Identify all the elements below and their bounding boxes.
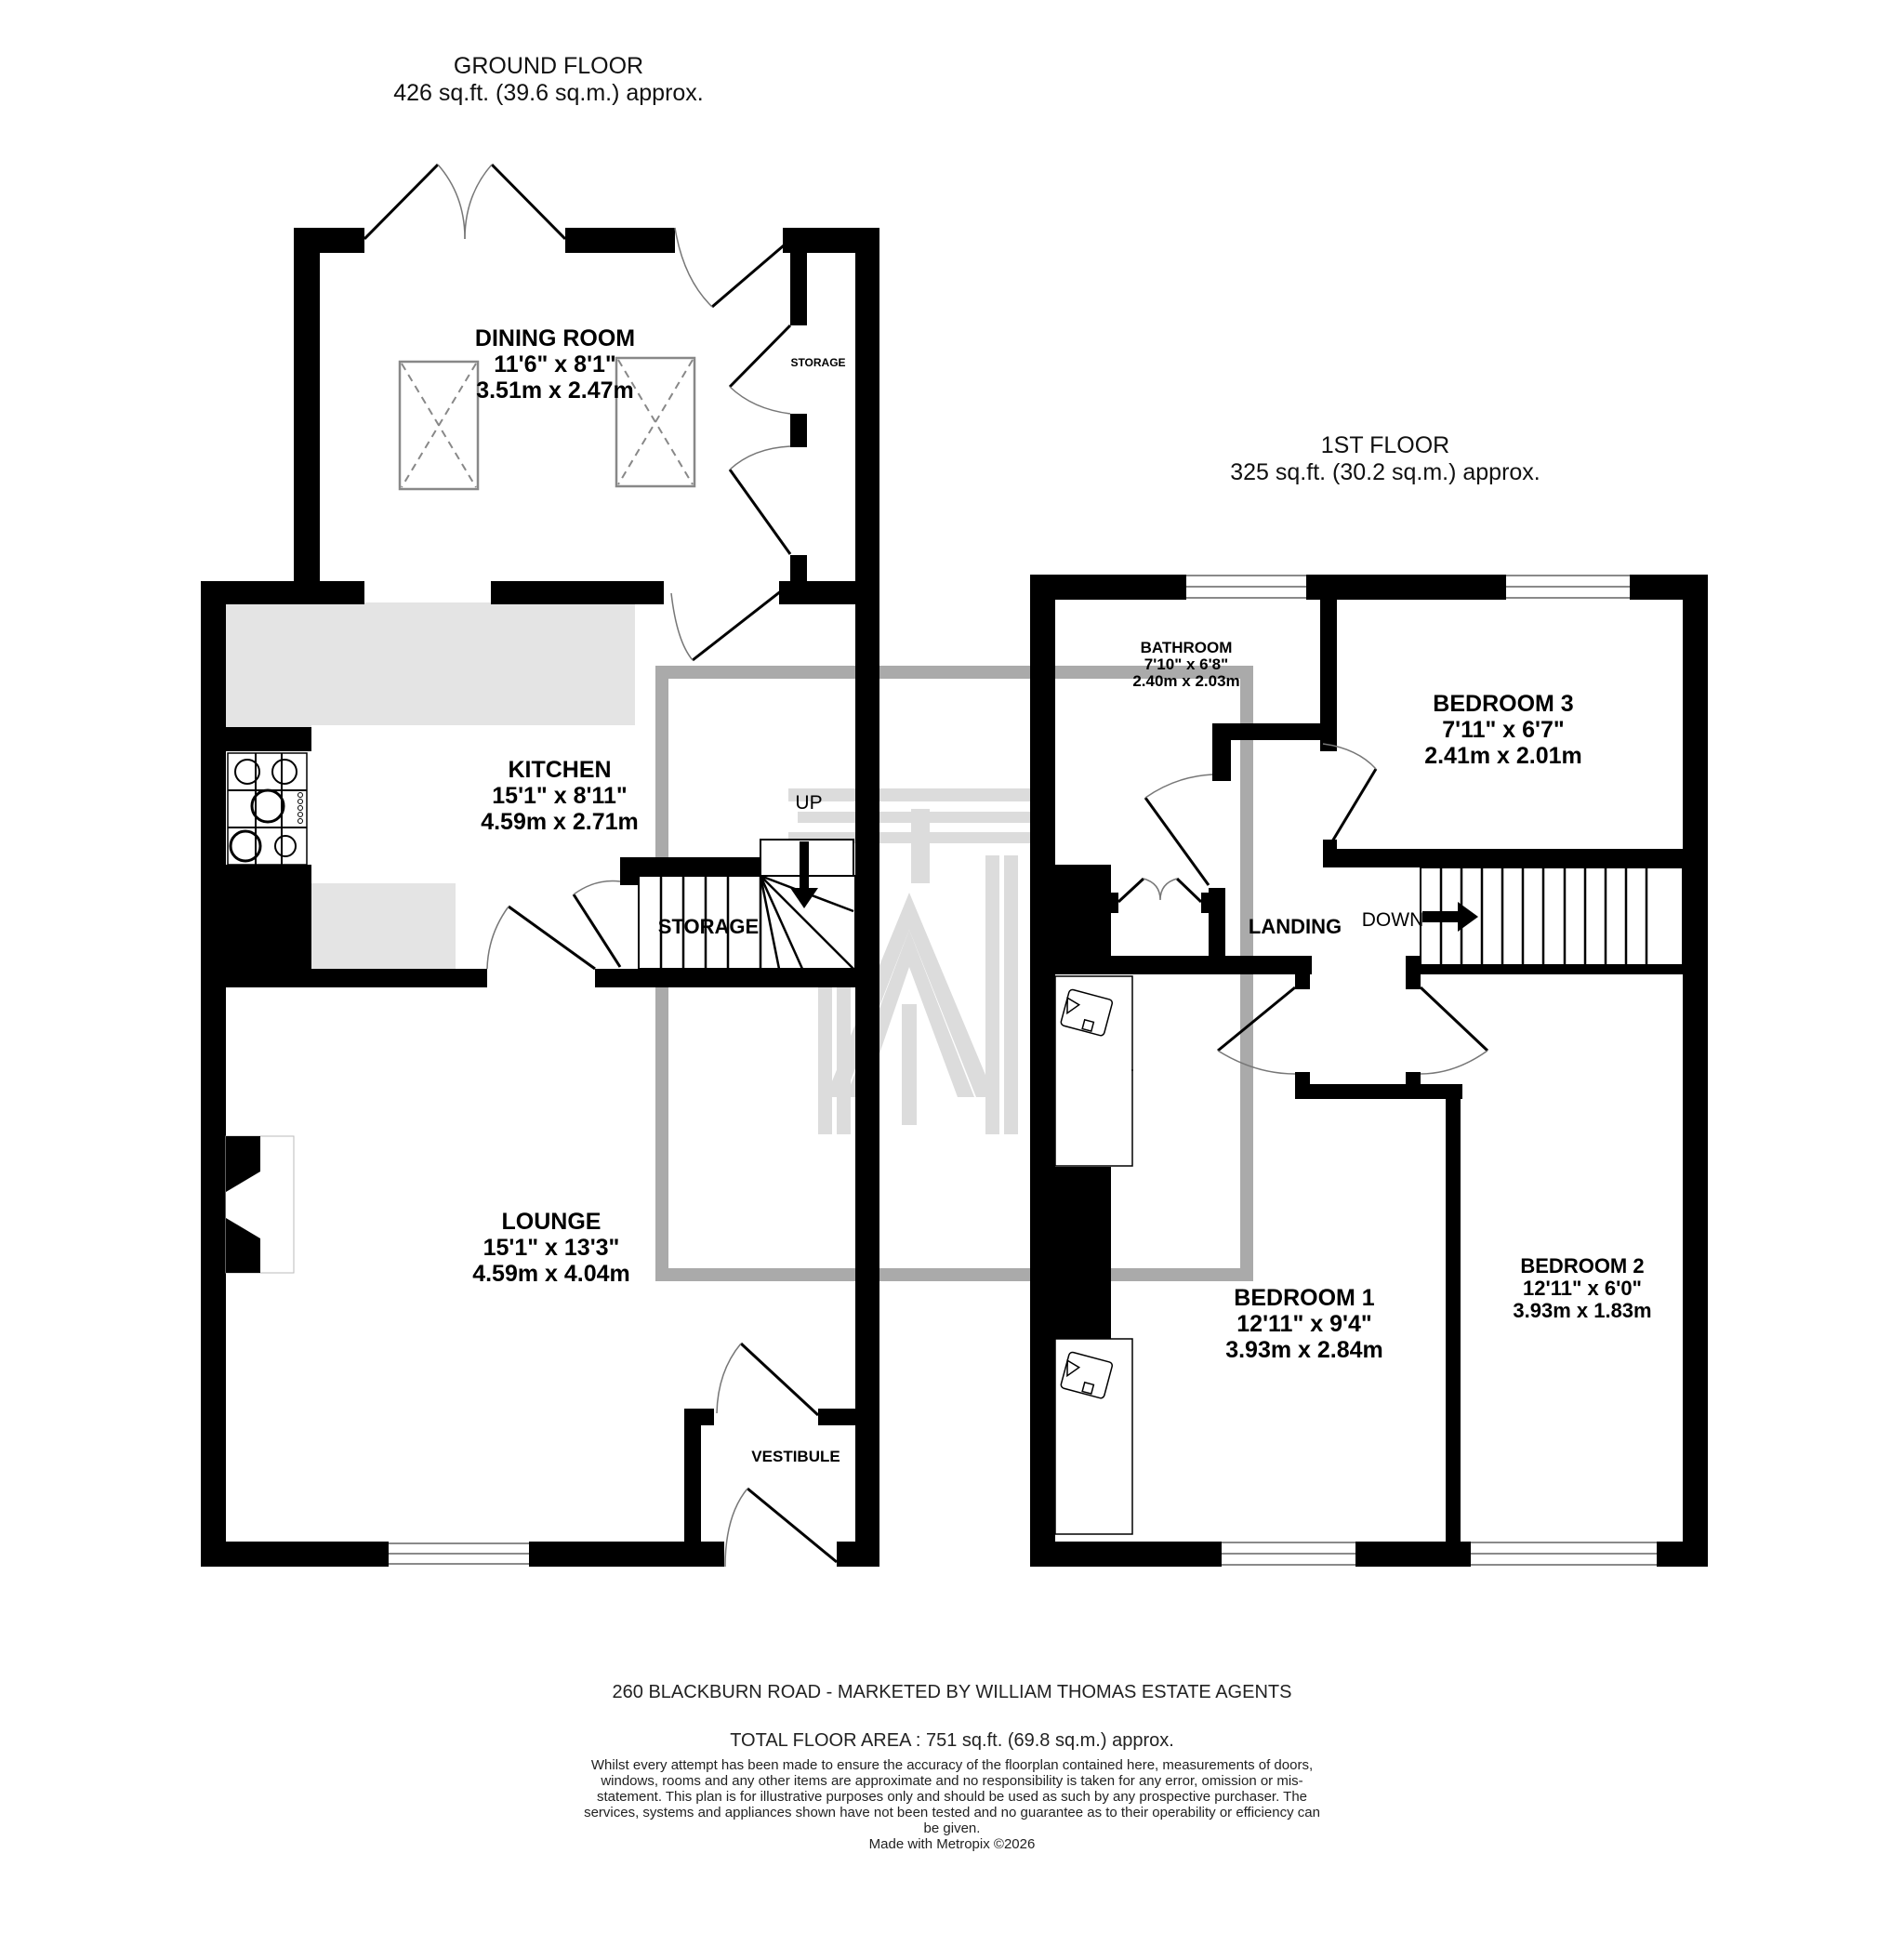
window-lounge-icon: [389, 1542, 529, 1567]
room-dimensions-metric: 2.41m x 2.01m: [1424, 743, 1582, 769]
room-dimensions-imperial: 12'11" x 9'4": [1236, 1311, 1372, 1337]
room-name: STORAGE: [790, 356, 846, 369]
stair-down-label: DOWN: [1361, 909, 1424, 931]
fireplace-icon: [225, 1135, 295, 1274]
room-label-bathroom: BATHROOM 7'10" x 6'8" 2.40m x 2.03m: [1132, 640, 1239, 690]
arrow-right-icon: [1422, 911, 1460, 922]
arrow-down-icon: [800, 841, 809, 890]
credit-text: Made with Metropix ©2026: [868, 1836, 1036, 1852]
watermark-logo-icon: [655, 666, 1253, 1281]
room-dimensions-imperial: 11'6" x 8'1": [494, 351, 616, 377]
disclaimer-text: Whilst every attempt has been made to en…: [584, 1757, 1320, 1836]
room-dimensions-imperial: 12'11" x 6'0": [1523, 1277, 1642, 1300]
room-dimensions-metric: 4.59m x 2.71m: [481, 809, 639, 835]
floor-title: GROUND FLOOR: [453, 53, 644, 79]
window-icons-first: [1186, 575, 1657, 1567]
room-dimensions-imperial: 15'1" x 8'11": [492, 783, 628, 809]
room-dimensions-imperial: 7'11" x 6'7": [1442, 717, 1565, 743]
room-name: BEDROOM 2: [1520, 1254, 1645, 1277]
floor-title: 1ST FLOOR: [1320, 432, 1450, 458]
room-label-storage-stairs: STORAGE: [658, 916, 759, 938]
room-name: BEDROOM 3: [1433, 691, 1574, 717]
room-label-vestibule: VESTIBULE: [751, 1449, 840, 1465]
room-label-kitchen: KITCHEN 15'1" x 8'11" 4.59m x 2.71m: [481, 757, 639, 835]
floor-area: 325 sq.ft. (30.2 sq.m.) approx.: [1230, 459, 1540, 485]
ground-floor-plan: [201, 163, 879, 1568]
footer: 260 BLACKBURN ROAD - MARKETED BY WILLIAM…: [0, 1681, 1904, 1852]
room-name: DINING ROOM: [474, 325, 636, 351]
room-label-bedroom-3: BEDROOM 3 7'11" x 6'7" 2.41m x 2.01m: [1424, 691, 1582, 769]
room-dimensions-metric: 2.40m x 2.03m: [1132, 672, 1240, 690]
room-dimensions-imperial: 7'10" x 6'8": [1144, 655, 1229, 673]
kitchen-worktops: [226, 602, 635, 971]
room-label-lounge: LOUNGE 15'1" x 13'3" 4.59m x 4.04m: [472, 1209, 630, 1287]
door-swings-first: [1117, 743, 1489, 1075]
skylight-icon: [398, 356, 696, 491]
room-name: STORAGE: [657, 915, 760, 938]
stair-up-label: UP: [795, 792, 823, 814]
total-floor-area: TOTAL FLOOR AREA : 751 sq.ft. (69.8 sq.m…: [730, 1730, 1174, 1751]
staircase-up-icon: [638, 839, 856, 970]
room-label-dining-room: DINING ROOM 11'6" x 8'1" 3.51m x 2.47m: [475, 325, 635, 404]
room-dimensions-metric: 4.59m x 4.04m: [472, 1261, 630, 1287]
wardrobe-icon: [1054, 975, 1133, 1535]
room-name: LOUNGE: [501, 1209, 602, 1235]
room-name: KITCHEN: [508, 757, 612, 783]
room-dimensions-metric: 3.51m x 2.47m: [476, 377, 634, 404]
room-dimensions-metric: 3.93m x 1.83m: [1513, 1299, 1652, 1322]
room-label-landing: LANDING: [1249, 916, 1342, 938]
property-address: 260 BLACKBURN ROAD - MARKETED BY WILLIAM…: [612, 1682, 1292, 1702]
door-swings-ground: [363, 163, 838, 1568]
room-name: BEDROOM 1: [1234, 1285, 1375, 1311]
room-name: LANDING: [1248, 915, 1342, 938]
room-name: BATHROOM: [1140, 639, 1233, 656]
ground-floor-heading: GROUND FLOOR 426 sq.ft. (39.6 sq.m.) app…: [353, 53, 744, 107]
room-dimensions-metric: 3.93m x 2.84m: [1225, 1337, 1383, 1363]
room-name: VESTIBULE: [751, 1448, 840, 1465]
floor-area: 426 sq.ft. (39.6 sq.m.) approx.: [393, 80, 704, 106]
room-label-bedroom-1: BEDROOM 1 12'11" x 9'4" 3.93m x 2.84m: [1225, 1285, 1383, 1363]
room-dimensions-imperial: 15'1" x 13'3": [483, 1235, 620, 1261]
room-label-bedroom-2: BEDROOM 2 12'11" x 6'0" 3.93m x 1.83m: [1513, 1255, 1651, 1322]
room-label-storage-dining: STORAGE: [790, 356, 845, 369]
first-floor-heading: 1ST FLOOR 325 sq.ft. (30.2 sq.m.) approx…: [1190, 432, 1580, 486]
hob-icon: [227, 752, 308, 866]
staircase-down-icon: [1420, 867, 1684, 966]
first-floor-plan: [1030, 575, 1708, 1567]
